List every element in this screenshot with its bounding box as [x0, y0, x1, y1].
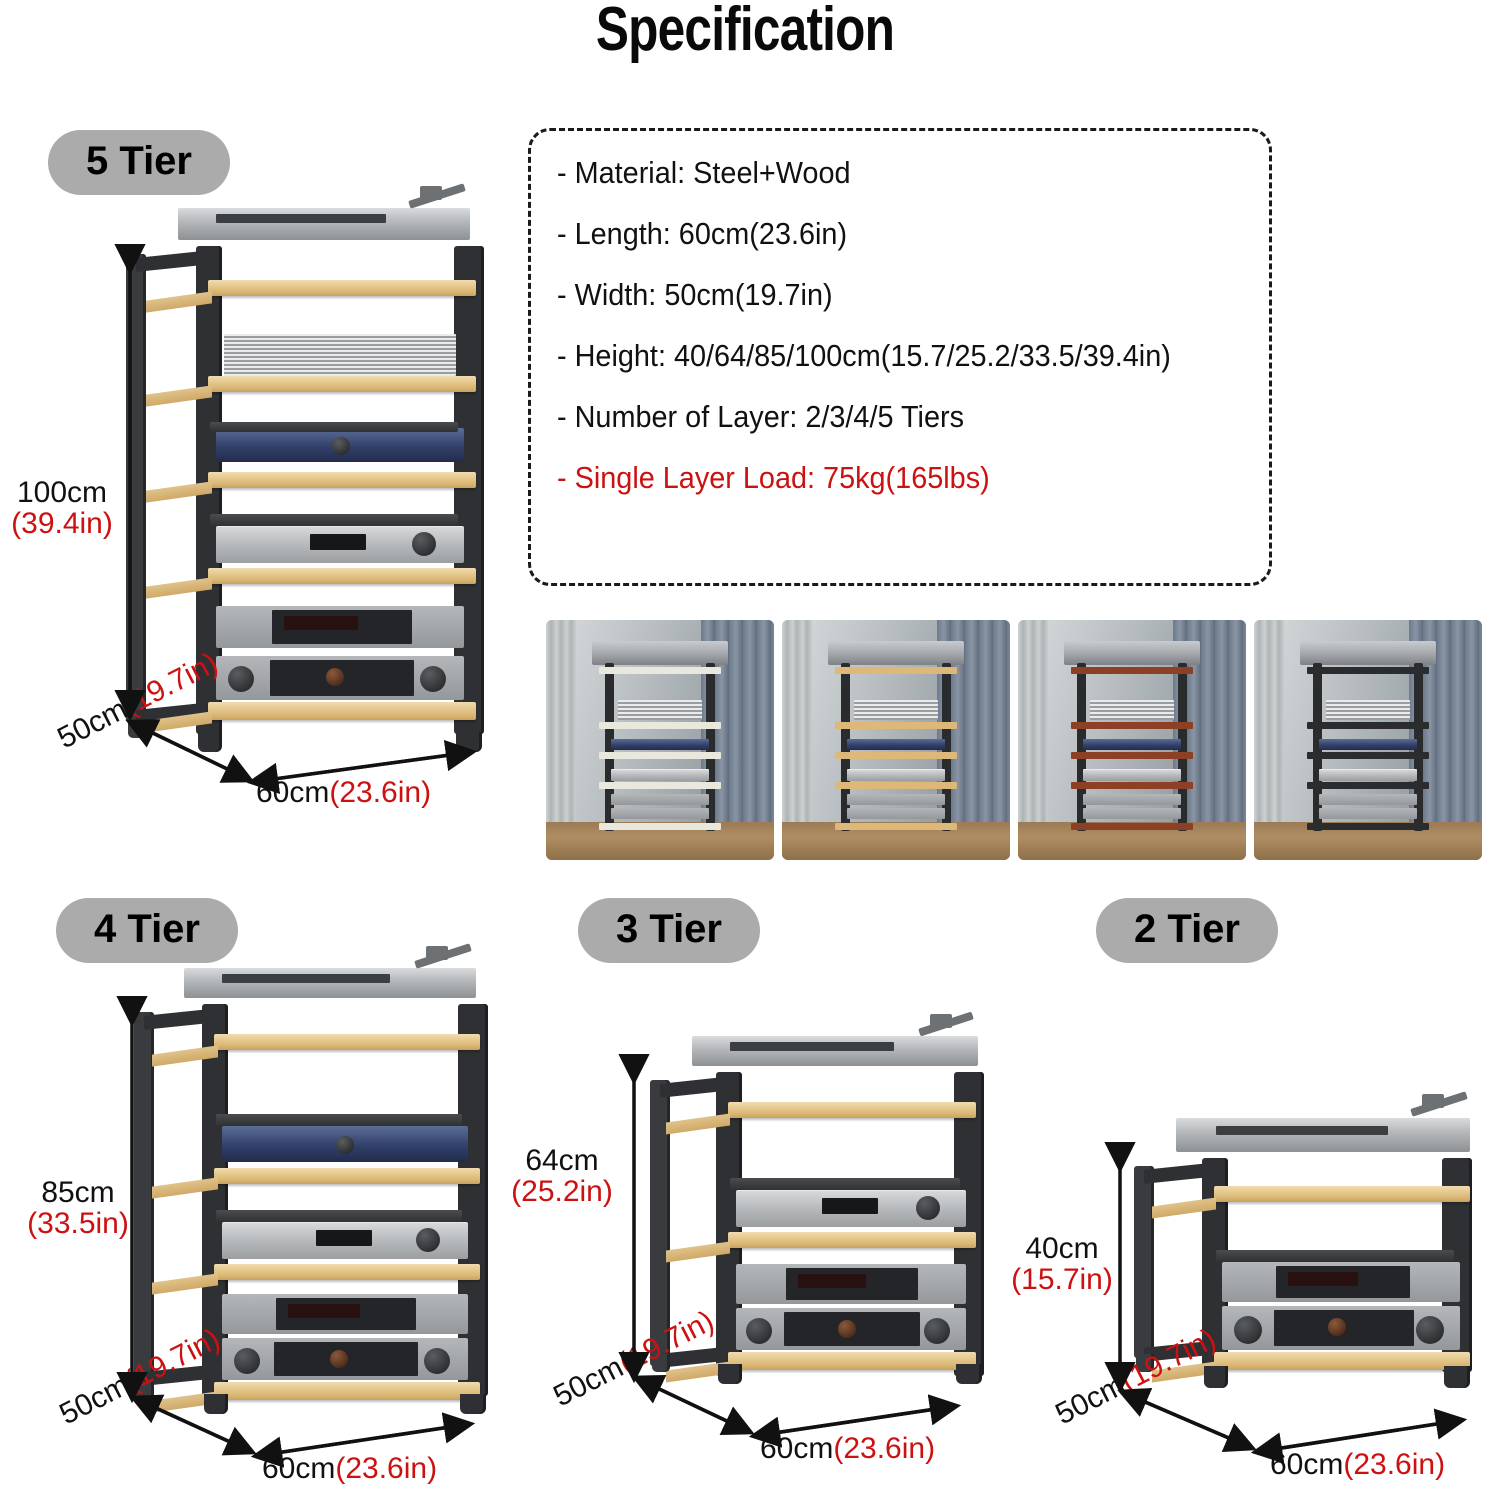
height-label-5-tier: 100cm (39.4in)	[11, 476, 113, 540]
rack-post-back-left	[126, 254, 146, 722]
height-label-2-tier: 40cm (15.7in)	[1011, 1232, 1113, 1296]
turntable	[178, 208, 470, 240]
width-label-3-tier: 60cm(23.6in)	[760, 1432, 936, 1465]
variant-thumbnail-cherry-wood[interactable]	[1018, 620, 1246, 860]
height-label-3-tier: 64cm (25.2in)	[511, 1144, 613, 1208]
page-title: Specification	[595, 0, 895, 64]
badge-4-tier: 4 Tier	[56, 898, 238, 963]
variant-thumbnail-black[interactable]	[1254, 620, 1482, 860]
width-label-5-tier: 60cm(23.6in)	[256, 776, 432, 809]
rack-illustration-2-tier	[1128, 1091, 1472, 1402]
spec-item-length: - Length: 60cm(23.6in)	[557, 216, 848, 251]
spec-item-single-layer-load: - Single Layer Load: 75kg(165lbs)	[557, 460, 990, 495]
badge-2-tier: 2 Tier	[1096, 898, 1278, 963]
height-label-4-tier: 85cm (33.5in)	[27, 1176, 129, 1240]
width-label-2-tier: 60cm(23.6in)	[1270, 1448, 1446, 1481]
variant-thumbnail-natural-wood[interactable]	[782, 620, 1010, 860]
badge-5-tier: 5 Tier	[48, 130, 230, 195]
rack-illustration-3-tier	[644, 1011, 984, 1388]
width-label-4-tier: 60cm(23.6in)	[262, 1452, 438, 1485]
specification-box: - Material: Steel+Wood - Length: 60cm(23…	[528, 128, 1272, 586]
badge-3-tier: 3 Tier	[578, 898, 760, 963]
spec-item-width: - Width: 50cm(19.7in)	[557, 277, 833, 312]
spec-item-height: - Height: 40/64/85/100cm(15.7/25.2/33.5/…	[557, 338, 1171, 373]
turntable	[184, 968, 476, 998]
spec-item-material: - Material: Steel+Wood	[557, 155, 851, 190]
turntable	[1176, 1118, 1470, 1152]
turntable	[692, 1036, 978, 1066]
spec-item-number-of-layer: - Number of Layer: 2/3/4/5 Tiers	[557, 399, 965, 434]
rack-post-front-right	[454, 246, 484, 734]
variant-thumbnail-white[interactable]	[546, 620, 774, 860]
